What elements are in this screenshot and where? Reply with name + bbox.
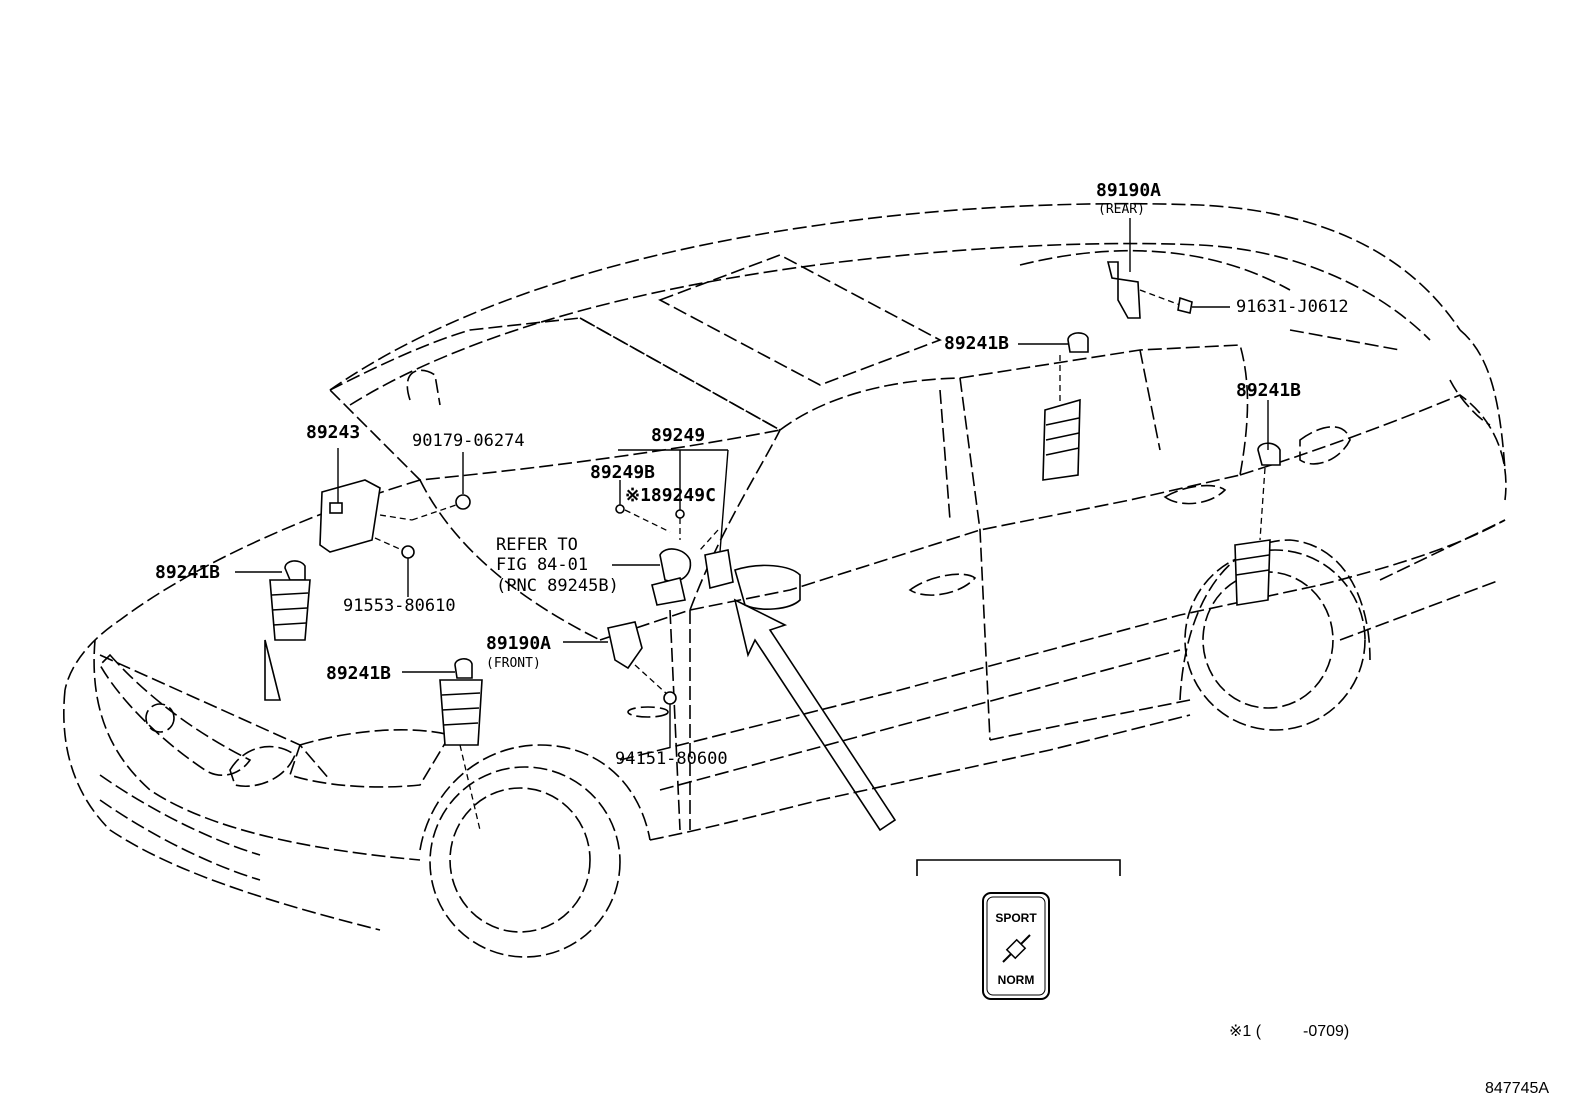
refer-line-1: REFER TO (496, 535, 578, 555)
nut-90179 (379, 452, 471, 521)
label-89249b: 89249B (590, 462, 655, 483)
rear-right-shock-89241b (1234, 400, 1281, 606)
car-body-outline (63, 202, 1507, 958)
switch-norm-label: NORM (998, 973, 1035, 987)
rear-left-shock-89241b (1018, 332, 1089, 481)
label-89249c: ※189249C (625, 485, 716, 506)
label-89241b-front-left: 89241B (155, 562, 220, 583)
label-89241b-front-right: 89241B (326, 663, 391, 684)
label-89190a-rear: 89190A (1096, 180, 1161, 201)
bolt-91553 (374, 537, 415, 597)
diagram-id: 847745A (1485, 1080, 1549, 1097)
shock-absorber-icon (1002, 934, 1031, 963)
height-sensor-89190a-rear (1106, 218, 1230, 319)
front-right-shock-89241b (402, 658, 483, 831)
label-94151: 94151-80600 (615, 749, 728, 769)
label-89241b-rear-right: 89241B (1236, 380, 1301, 401)
ecu-89243 (319, 448, 381, 553)
footnote-mark: ※1 ( (1229, 1023, 1262, 1040)
footnote-range: -0709) (1303, 1023, 1349, 1040)
refer-line-3: (PNC 89245B) (496, 576, 619, 596)
switch-sport-label: SPORT (995, 911, 1037, 925)
label-91631: 91631-J0612 (1236, 297, 1349, 317)
label-89243: 89243 (306, 422, 360, 443)
label-89249: 89249 (651, 425, 705, 446)
height-sensor-89190a-front (563, 621, 677, 748)
switch-callout: SPORT NORM (916, 859, 1121, 1000)
label-rear-note: (REAR) (1098, 202, 1145, 217)
label-91553: 91553-80610 (343, 596, 456, 616)
label-89190a-front: 89190A (486, 633, 551, 654)
label-90179: 90179-06274 (412, 431, 525, 451)
height-sensor-89249 (612, 449, 734, 606)
label-89241b-rear-top: 89241B (944, 333, 1009, 354)
front-left-shock-89241b (235, 560, 311, 701)
refer-line-2: FIG 84-01 (496, 555, 588, 575)
pointer-arrow (733, 598, 897, 832)
label-front-note: (FRONT) (486, 656, 541, 671)
